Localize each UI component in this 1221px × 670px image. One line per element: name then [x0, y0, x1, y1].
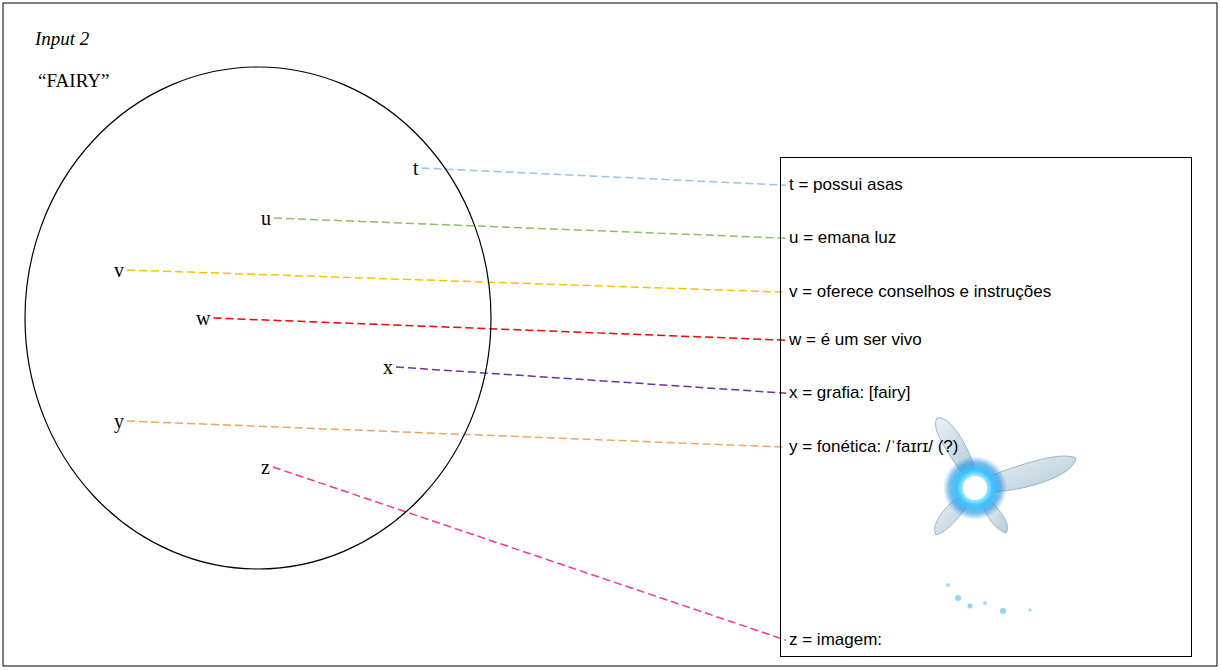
- feature-entry: t = possui asas: [789, 175, 903, 195]
- feature-letter: t: [413, 156, 419, 180]
- dashed-connector: [213, 318, 786, 340]
- feature-entry: u = emana luz: [789, 228, 896, 248]
- feature-letter: x: [383, 355, 393, 379]
- dashed-connector: [396, 367, 786, 393]
- dashed-connector: [274, 218, 786, 238]
- feature-letter: z: [261, 455, 270, 479]
- feature-entry: w = é um ser vivo: [789, 330, 922, 350]
- dashed-connector: [127, 421, 786, 447]
- dashed-connector: [273, 467, 786, 640]
- feature-letter: u: [261, 206, 271, 230]
- frame: [3, 3, 1217, 666]
- concept-circle: “FAIRY” t u v w x y z: [24, 66, 492, 570]
- letter-label: t: [413, 156, 419, 180]
- feature-text: w = é um ser vivo: [789, 330, 922, 350]
- feature-letter: v: [114, 258, 124, 282]
- letter-label: z: [261, 455, 270, 479]
- feature-text: y = fonética: /ˈfaɪrɪ/ (?): [789, 437, 958, 457]
- dashed-connector: [127, 270, 786, 292]
- letter-label: x: [383, 355, 393, 379]
- letter-label: y: [114, 409, 124, 433]
- feature-box: t = possui asas u = emana luz v = oferece …: [780, 157, 1192, 657]
- feature-entry: y = fonética: /ˈfaɪrɪ/ (?): [789, 437, 958, 457]
- circle-outline: [24, 66, 492, 570]
- feature-text: t = possui asas: [789, 175, 903, 195]
- letter-label: w: [196, 306, 210, 330]
- letter-label: u: [261, 206, 271, 230]
- feature-text: x = grafia: [fairy]: [789, 383, 910, 403]
- circle-outline: [25, 67, 491, 569]
- feature-entry: z = imagem:: [789, 630, 882, 650]
- feature-letter: y: [114, 409, 124, 433]
- letter-label: v: [114, 258, 124, 282]
- feature-entry: v = oferece conselhos e instruções: [789, 282, 1051, 302]
- concept-word: “FAIRY”: [38, 70, 109, 93]
- feature-letter: w: [196, 306, 210, 330]
- feature-text: z = imagem:: [789, 630, 882, 650]
- feature-text: v = oferece conselhos e instruções: [789, 282, 1051, 302]
- feature-entry: x = grafia: [fairy]: [789, 383, 910, 403]
- feature-text: u = emana luz: [789, 228, 896, 248]
- dashed-connector: [422, 168, 786, 185]
- figure-title: Input 2: [35, 28, 89, 51]
